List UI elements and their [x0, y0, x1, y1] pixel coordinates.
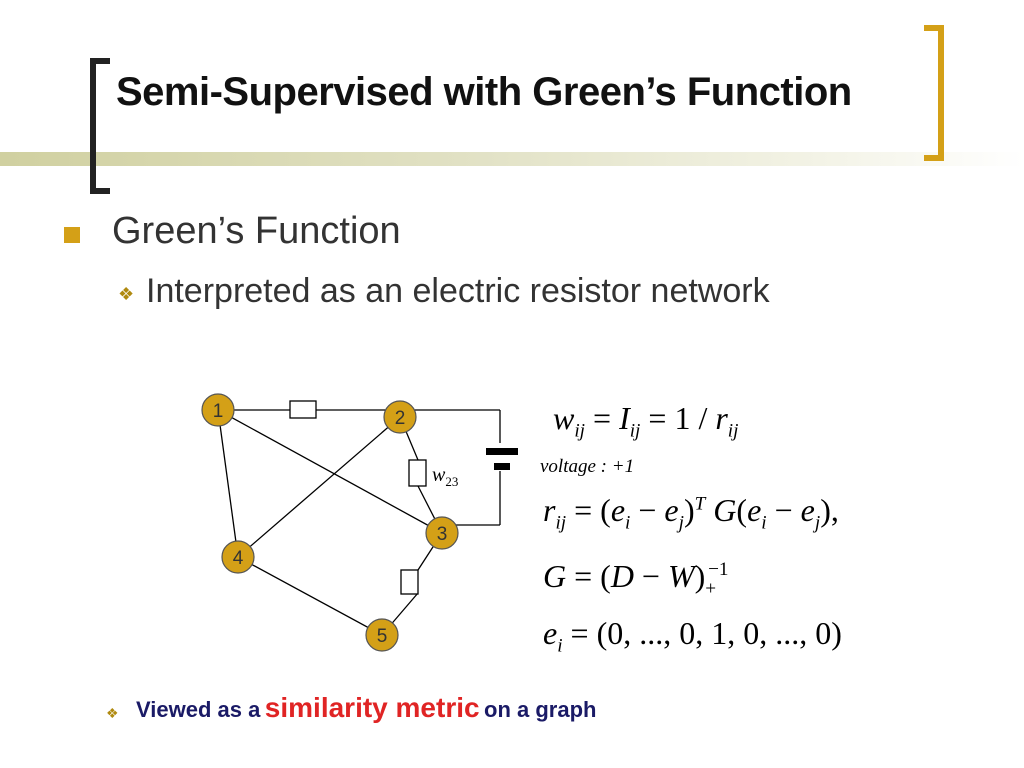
bottom-diamond-bullet-icon: ❖	[106, 705, 119, 721]
bottom-suffix: on a graph	[484, 697, 597, 722]
bottom-statement: Viewed as a similarity metric on a graph	[136, 692, 596, 724]
square-bullet-icon	[64, 227, 80, 243]
edge-4-5	[237, 556, 383, 636]
bullet-level2: Interpreted as an electric resistor netw…	[146, 272, 770, 310]
equation-indicator: ei = (0, ..., 0, 1, 0, ..., 0)	[543, 615, 842, 657]
resistor-2-3	[408, 459, 427, 487]
resistor-1-2	[289, 400, 317, 419]
node-4	[221, 540, 255, 574]
edge-1-3	[217, 409, 443, 534]
left-bracket-decoration	[90, 58, 110, 194]
right-bracket-decoration	[924, 25, 944, 161]
diamond-bullet-icon: ❖	[118, 284, 135, 304]
node-3	[425, 516, 459, 550]
equation-voltage: voltage : +1	[540, 456, 635, 477]
edge-weight-label: w23	[432, 464, 458, 489]
bullet-level1: Green’s Function	[112, 210, 401, 252]
node-5-label: 5	[377, 626, 388, 647]
node-3-label: 3	[437, 524, 448, 545]
battery-long-plate	[486, 448, 518, 455]
node-2	[383, 400, 417, 434]
node-1	[201, 393, 235, 427]
slide-title: Semi-Supervised with Green’s Function	[116, 70, 852, 114]
node-4-label: 4	[233, 548, 244, 569]
resistor-network-diagram: 1 2 3 4 5 w23	[201, 393, 518, 652]
equation-weight: wij = Iij = 1 / rij	[553, 400, 739, 442]
edge-1-4	[217, 409, 239, 558]
equation-green: G = (D − W)+−1	[543, 558, 729, 600]
title-underline-bar	[0, 152, 1024, 166]
battery-short-plate	[494, 463, 510, 470]
node-1-label: 1	[213, 401, 224, 422]
edge-2-4	[237, 416, 401, 558]
node-5	[365, 618, 399, 652]
node-2-label: 2	[395, 408, 406, 429]
resistor-3-5	[400, 569, 419, 595]
similarity-metric-highlight: similarity metric	[264, 692, 480, 723]
bottom-prefix: Viewed as a	[136, 697, 261, 722]
equation-resistance: rij = (ei − ej)T G(ei − ej),	[543, 492, 839, 534]
